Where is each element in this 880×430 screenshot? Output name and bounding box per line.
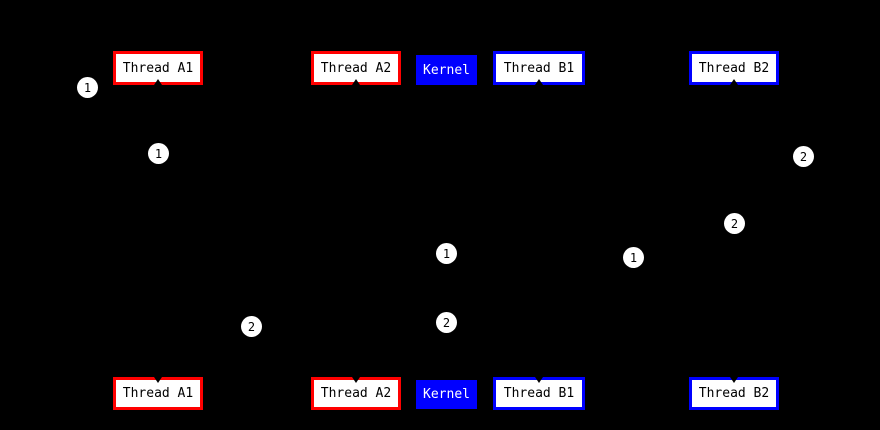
step-marker-1: 1 [77,77,98,98]
lifeline-label: Thread A2 [320,60,392,76]
lifeline-tick [730,79,738,85]
step-marker-1: 1 [148,143,169,164]
step-marker-2: 2 [436,312,457,333]
lifeline-label: Thread A1 [122,60,194,76]
lifeline-head-thread-a2-bottom: Thread A2 [311,377,401,410]
lifeline-label: Kernel [423,387,470,402]
lifeline-tick [154,79,162,85]
lifeline-head-thread-a1-bottom: Thread A1 [113,377,203,410]
lifeline-head-thread-b1-bottom: Thread B1 [493,377,585,410]
lifeline-label: Thread B1 [503,386,575,401]
lifeline-tick [535,377,543,383]
lifeline-tick [154,377,162,383]
lifeline-tick [535,79,543,85]
lifeline-label: Thread A1 [122,386,194,401]
step-marker-2: 2 [724,213,745,234]
lifeline-tick [352,377,360,383]
lifeline-label: Thread B2 [698,386,770,401]
step-marker-1: 1 [436,243,457,264]
step-marker-2: 2 [241,316,262,337]
lifeline-head-kernel-top: Kernel [416,55,477,85]
lifeline-head-thread-a1-top: Thread A1 [113,51,203,85]
lifeline-head-thread-b2-top: Thread B2 [689,51,779,85]
lifeline-head-kernel-bottom: Kernel [416,380,477,409]
step-marker-1: 1 [623,247,644,268]
lifeline-label: Thread B2 [698,60,770,76]
lifeline-label: Thread A2 [320,386,392,401]
lifeline-tick [352,79,360,85]
step-marker-2: 2 [793,146,814,167]
lifeline-tick [730,377,738,383]
lifeline-head-thread-b2-bottom: Thread B2 [689,377,779,410]
lifeline-head-thread-b1-top: Thread B1 [493,51,585,85]
lifeline-label: Kernel [423,62,470,78]
lifeline-label: Thread B1 [503,60,575,76]
lifeline-head-thread-a2-top: Thread A2 [311,51,401,85]
